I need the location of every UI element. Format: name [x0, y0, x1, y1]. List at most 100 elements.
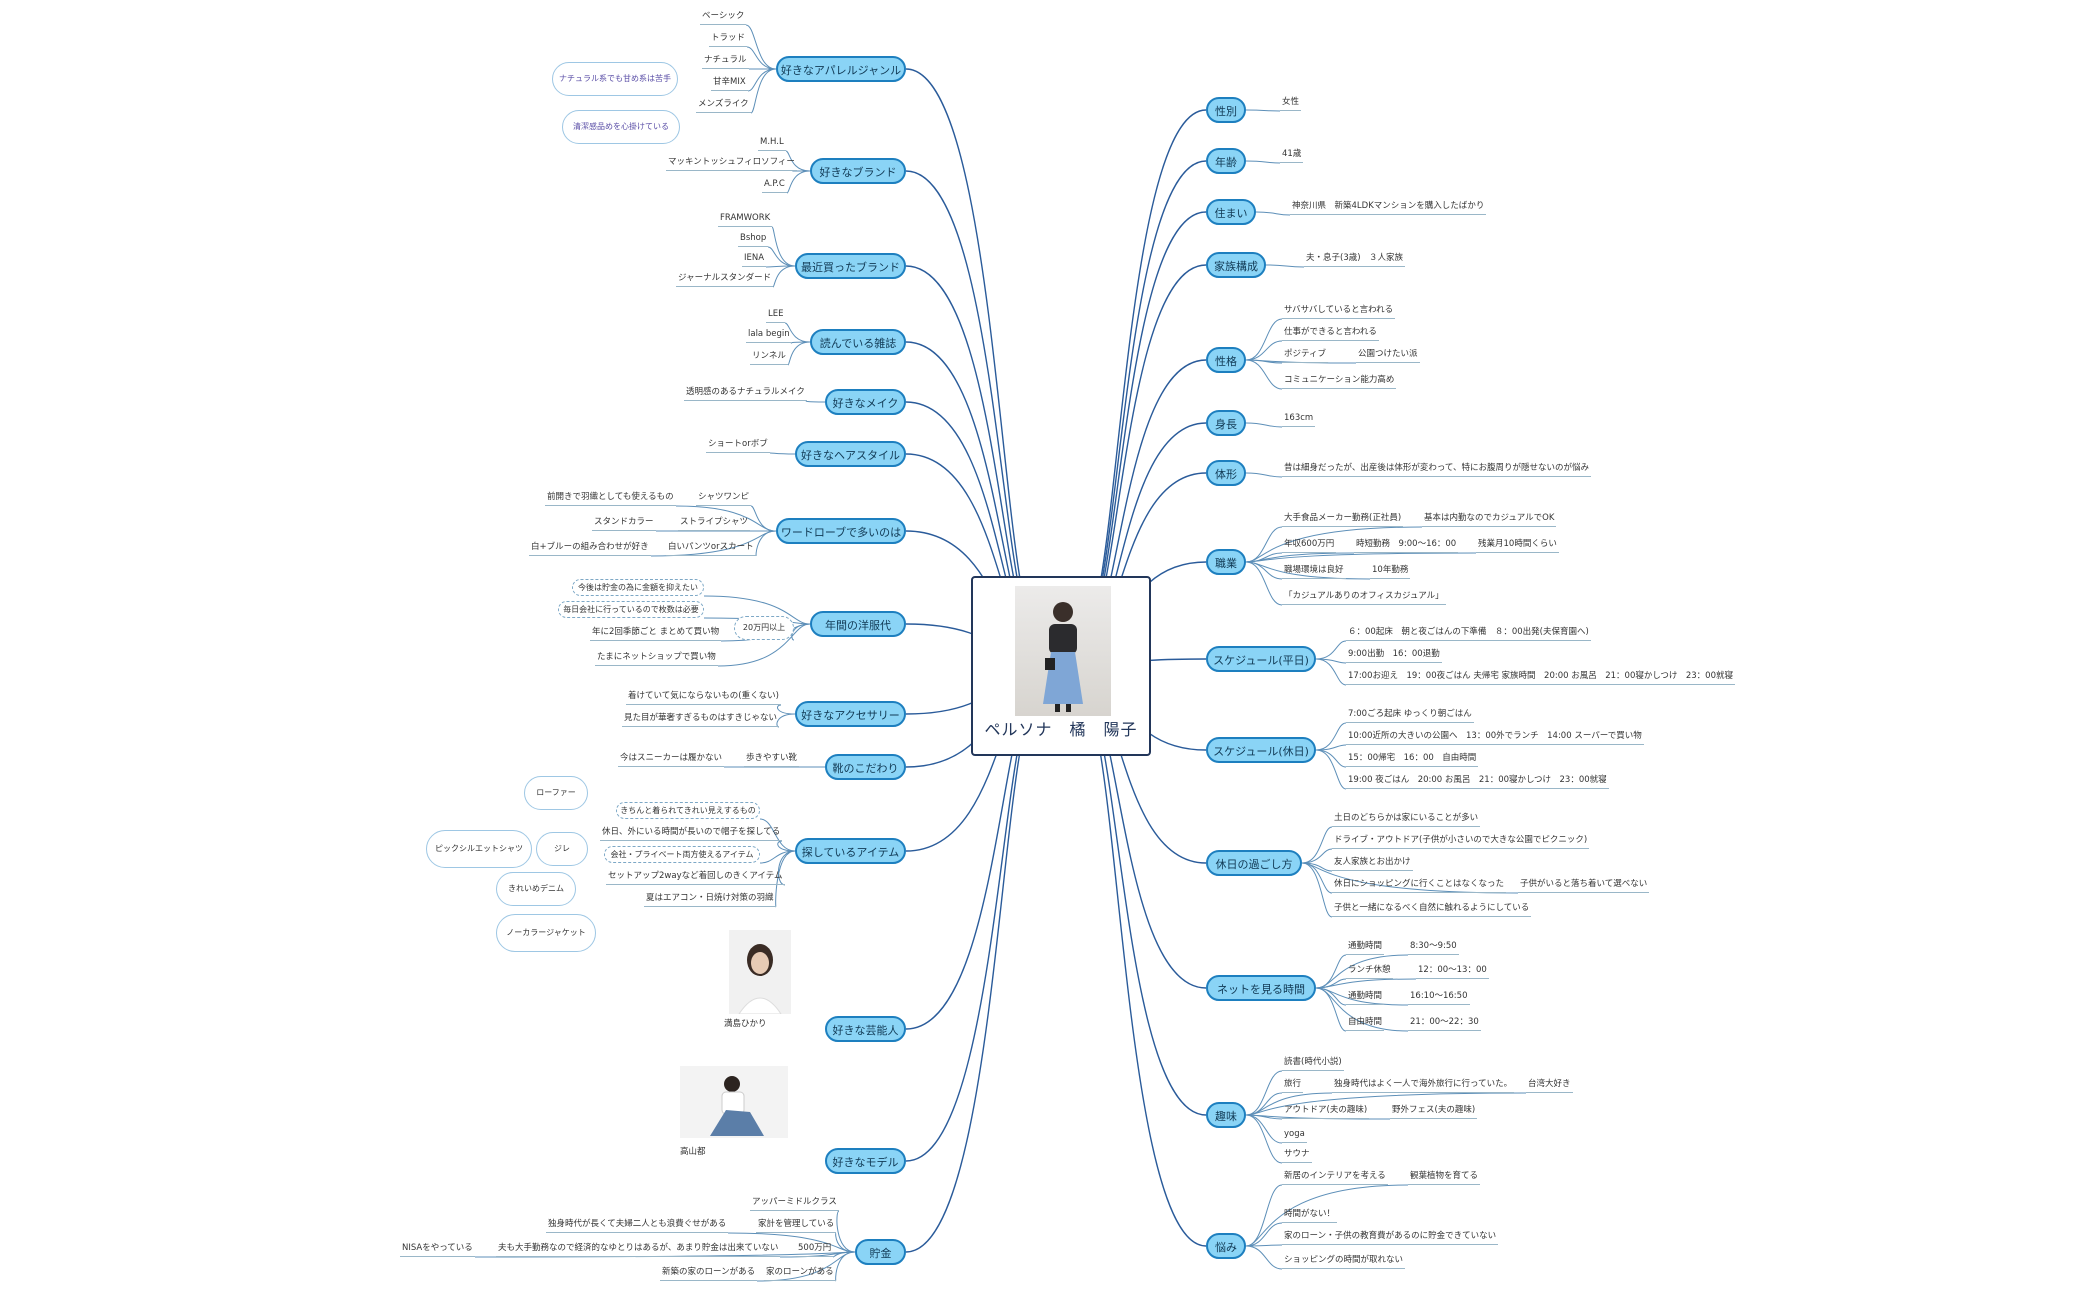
- leaf-age: 41歳: [1280, 148, 1304, 163]
- leaf-internet-1a: 通勤時間: [1346, 940, 1385, 955]
- leaf-apparel-4: 甘辛MIX: [711, 76, 748, 91]
- node-hair[interactable]: 好きなヘアスタイル: [795, 441, 906, 467]
- leaf-internet-4b: 21：00～22：30: [1408, 1016, 1481, 1031]
- node-shoes[interactable]: 靴のこだわり: [825, 754, 906, 780]
- leaf-magazine-3: リンネル: [750, 350, 788, 365]
- node-apparel[interactable]: 好きなアパレルジャンル: [776, 56, 906, 82]
- leaf-connector: [805, 400, 826, 403]
- node-family[interactable]: 家族構成: [1206, 252, 1266, 278]
- leaf-recent-4: ジャーナルスタンダード: [676, 272, 774, 287]
- leaf-wardrobe-1a: 前開きで羽織としても使えるもの: [545, 491, 676, 506]
- node-budget[interactable]: 年間の洋服代: [810, 611, 906, 637]
- leaf-makeup-1: 透明感のあるナチュラルメイク: [684, 386, 807, 401]
- node-savings[interactable]: 貯金: [855, 1239, 906, 1265]
- branch-connector: [1079, 109, 1207, 639]
- node-body[interactable]: 体形: [1206, 460, 1246, 486]
- leaf-leisure-2: ドライブ・アウトドア(子供が小さいので大きな公園でピクニック): [1332, 834, 1590, 849]
- center-persona-card[interactable]: ペルソナ 橘 陽子: [971, 576, 1151, 756]
- leaf-job-1a: 大手食品メーカー勤務(正社員): [1282, 512, 1404, 527]
- leaf-connector: [769, 452, 796, 455]
- leaf-connector: [1245, 1222, 1283, 1247]
- leaf-holiday-3: 15：00帰宅 16：00 自由時間: [1346, 752, 1479, 767]
- branch-connector: [1079, 160, 1207, 642]
- leaf-holiday-1: 7:00ごろ起床 ゆっくり朝ごはん: [1346, 708, 1474, 723]
- leaf-connector: [775, 850, 796, 908]
- node-makeup[interactable]: 好きなメイク: [825, 389, 906, 415]
- node-holiday[interactable]: スケジュール(休日): [1206, 737, 1316, 763]
- leaf-connector: [1245, 1184, 1409, 1247]
- leaf-leisure-4: 休日にショッピングに行くことはなくなった: [1332, 878, 1507, 893]
- node-recent-brand[interactable]: 最近買ったブランド: [795, 253, 906, 279]
- leaf-wanted-3: 会社・プライベート両方使えるアイテム: [604, 846, 760, 863]
- node-magazine[interactable]: 読んでいる雑誌: [810, 329, 906, 355]
- leaf-job-2a: 年収600万円: [1282, 538, 1337, 553]
- node-worries[interactable]: 悩み: [1206, 1233, 1246, 1259]
- leaf-connector: [750, 505, 777, 532]
- leaf-budget-3: 年に2回季節ごと まとめて買い物: [590, 626, 722, 641]
- leaf-hobby-6: 野外フェス(夫の趣味): [1390, 1104, 1478, 1119]
- branch-connector: [905, 694, 1041, 1253]
- leaf-wanted-1: きちんと着られてきれい見えするもの: [616, 802, 760, 819]
- leaf-family: 夫・息子(3歳) ３人家族: [1304, 252, 1406, 267]
- leaf-connector: [1301, 826, 1333, 864]
- leaf-magazine-1: LEE: [766, 308, 786, 323]
- leaf-connector: [1245, 160, 1281, 164]
- leaf-connector: [1315, 987, 1347, 1032]
- node-internet[interactable]: ネットを見る時間: [1206, 975, 1316, 1001]
- leaf-shoes-2: 歩きやすい靴: [744, 752, 800, 767]
- node-age[interactable]: 年齢: [1206, 148, 1246, 174]
- leaf-connector: [1245, 422, 1283, 428]
- leaf-recent-2: Bshop: [738, 232, 769, 247]
- leaf-height: 163cm: [1282, 412, 1316, 427]
- node-celebrity[interactable]: 好きな芸能人: [825, 1016, 906, 1042]
- leaf-hobby-3: 独身時代はよく一人で海外旅行に行っていた。: [1332, 1078, 1515, 1093]
- leaf-brand-1: M.H.L: [758, 136, 786, 151]
- budget-amount: 20万円以上: [734, 616, 794, 640]
- woman-photo: [1015, 586, 1111, 716]
- node-gender[interactable]: 性別: [1206, 97, 1246, 123]
- leaf-connector: [1255, 211, 1291, 216]
- leaf-worries-3: ショッピングの時間が取れない: [1282, 1254, 1406, 1269]
- leaf-apparel-5: メンズライク: [696, 98, 751, 113]
- leaf-wardrobe-2b: ストライプシャツ: [678, 516, 751, 531]
- leaf-magazine-2: lala begin: [746, 328, 792, 343]
- leaf-savings-2b: 家計を管理している: [756, 1218, 837, 1233]
- leaf-personality-4: 公園つけたい派: [1356, 348, 1420, 363]
- leaf-home: 神奈川県 新築4LDKマンションを購入したばかり: [1290, 200, 1487, 215]
- node-leisure[interactable]: 休日の過ごし方: [1206, 850, 1302, 876]
- node-personality[interactable]: 性格: [1206, 347, 1246, 373]
- node-brand[interactable]: 好きなブランド: [810, 158, 906, 184]
- leaf-personality-5: コミュニケーション能力高め: [1282, 374, 1397, 389]
- leaf-connector: [1245, 552, 1477, 563]
- leaf-connector: [1245, 526, 1423, 563]
- node-model[interactable]: 好きなモデル: [825, 1148, 906, 1174]
- leaf-wardrobe-1b: シャツワンピ: [696, 491, 752, 506]
- note-apparel-1: ナチュラル系でも甘め系は苦手: [552, 62, 678, 96]
- leaf-connector: [746, 46, 777, 70]
- node-hobby[interactable]: 趣味: [1206, 1102, 1246, 1128]
- node-accessory[interactable]: 好きなアクセサリー: [795, 701, 906, 727]
- leaf-worries-2: 家のローン・子供の教育費があるのに貯金できていない: [1282, 1230, 1499, 1245]
- leaf-wanted-2: 休日、外にいる時間が長いので帽子を探してる: [600, 826, 783, 841]
- leaf-connector: [786, 170, 811, 194]
- leaf-connector: [767, 246, 796, 267]
- node-wanted[interactable]: 探しているアイテム: [795, 838, 906, 864]
- leaf-budget-2: 毎日会社に行っているので枚数は必要: [558, 601, 704, 618]
- leaf-hobby-7: yoga: [1282, 1128, 1307, 1143]
- node-weekday[interactable]: スケジュール(平日): [1206, 646, 1316, 672]
- leaf-connector: [784, 322, 811, 343]
- leaf-connector: [791, 623, 811, 641]
- leaf-wanted-5: 夏はエアコン・日焼け対策の羽織: [644, 892, 776, 907]
- leaf-job-3a: 職場環境は良好: [1282, 564, 1346, 579]
- leaf-wardrobe-3a: 白+ブルーの組み合わせが好き: [529, 541, 651, 556]
- branch-connector: [905, 68, 1041, 637]
- node-home[interactable]: 住まい: [1206, 199, 1256, 225]
- leaf-budget-1: 今後は貯金の為に金額を抑えたい: [572, 579, 704, 596]
- node-height[interactable]: 身長: [1206, 410, 1246, 436]
- leaf-connector: [1245, 1070, 1283, 1116]
- node-wardrobe[interactable]: ワードローブで多いのは: [776, 518, 906, 544]
- leaf-personality-1: サバサバしていると言われる: [1282, 304, 1396, 319]
- leaf-hobby-5: アウトドア(夫の趣味): [1282, 1104, 1370, 1119]
- node-job[interactable]: 職業: [1206, 549, 1246, 575]
- leaf-personality-3: ポジティブ: [1282, 348, 1328, 363]
